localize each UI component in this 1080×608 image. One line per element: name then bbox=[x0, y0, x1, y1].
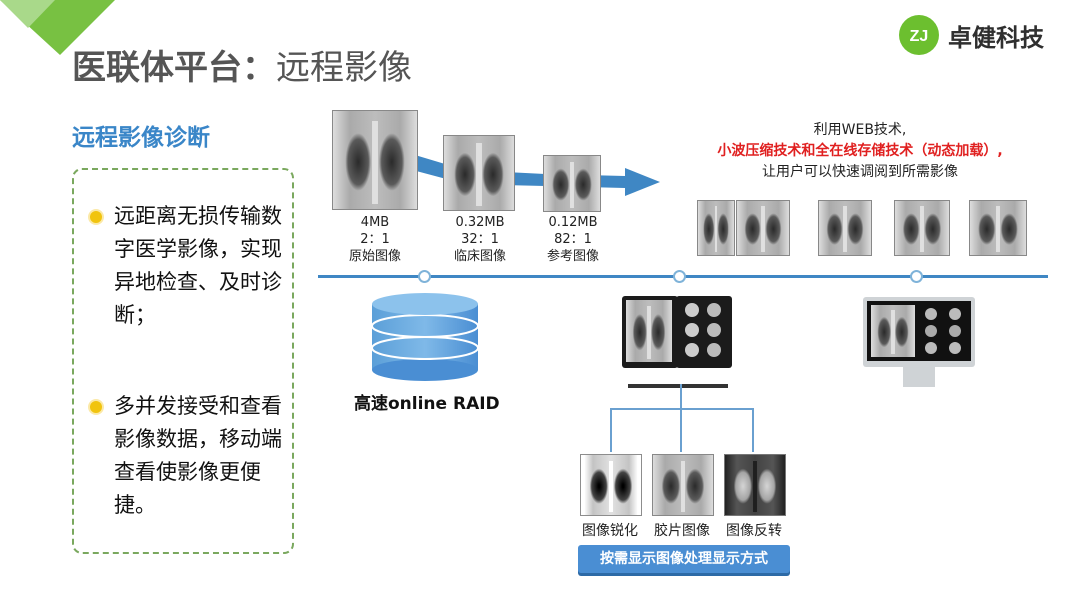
mode-label-invert: 图像反转 bbox=[726, 523, 782, 539]
bullet-box: 远距离无损传输数字医学影像，实现异地检查、及时诊断； 多并发接受和查看影像数据，… bbox=[72, 168, 294, 554]
thumbnail-xray bbox=[969, 200, 1027, 256]
monitor-stand bbox=[903, 367, 935, 387]
film-xray bbox=[652, 454, 714, 516]
mode-label-sharpen: 图像锐化 bbox=[582, 523, 638, 539]
logo-text: 卓健科技 bbox=[948, 23, 1044, 52]
original-image-xray bbox=[332, 110, 418, 210]
thumbnail-xray bbox=[697, 200, 735, 256]
monitor-icon bbox=[863, 297, 975, 367]
note-line-3: 让用户可以快速调阅到所需影像 bbox=[762, 164, 958, 180]
note-line-2: 小波压缩技术和全在线存储技术（动态加载）, bbox=[717, 143, 1003, 159]
logo-mark-icon: ZJ bbox=[899, 15, 939, 55]
thumbnail-xray bbox=[894, 200, 950, 256]
thumbnail-xray bbox=[736, 200, 790, 256]
page-title: 医联体平台：远程影像 bbox=[72, 40, 412, 89]
bullet-text: 多并发接受和查看影像数据，移动端查看使影像更便捷。 bbox=[114, 394, 282, 517]
corner-decoration bbox=[0, 0, 115, 55]
stage-label-reference: 0.12MB 82：1 参考图像 bbox=[546, 215, 599, 264]
logo-mark-text: ZJ bbox=[910, 28, 929, 45]
bullet-item: 多并发接受和查看影像数据，移动端查看使影像更便捷。 bbox=[90, 390, 290, 522]
bullet-text: 远距离无损传输数字医学影像，实现异地检查、及时诊断； bbox=[114, 204, 282, 327]
stage-label-clinical: 0.32MB 32：1 临床图像 bbox=[453, 215, 506, 264]
note-line-1: 利用WEB技术, bbox=[813, 122, 907, 138]
connector-line bbox=[680, 384, 682, 410]
bullet-dot-icon bbox=[90, 401, 102, 413]
sharpened-xray bbox=[580, 454, 642, 516]
bullet-item: 远距离无损传输数字医学影像，实现异地检查、及时诊断； bbox=[90, 200, 290, 332]
ct-slices-icon bbox=[685, 303, 721, 357]
stage-label-original: 4MB 2：1 原始图像 bbox=[348, 215, 401, 264]
bullet-dot-icon bbox=[90, 211, 102, 223]
database-icon bbox=[371, 293, 479, 381]
timeline-node bbox=[418, 270, 431, 283]
connector-line bbox=[680, 408, 682, 452]
timeline-node bbox=[673, 270, 686, 283]
inverted-xray bbox=[724, 454, 786, 516]
ct-slices-icon bbox=[925, 308, 961, 354]
thumbnail-xray bbox=[818, 200, 872, 256]
timeline-line bbox=[318, 270, 1048, 283]
reference-image-xray bbox=[543, 155, 601, 212]
timeline-node bbox=[910, 270, 923, 283]
web-tech-note: 利用WEB技术, 小波压缩技术和全在线存储技术（动态加载）, 让用户可以快速调阅… bbox=[680, 120, 1040, 183]
company-logo: ZJ 卓健科技 bbox=[898, 14, 1044, 56]
display-mode-button[interactable]: 按需显示图像处理显示方式 bbox=[578, 545, 790, 573]
mode-label-film: 胶片图像 bbox=[654, 523, 710, 539]
monitor-icon bbox=[676, 296, 732, 368]
connector-line bbox=[610, 408, 612, 452]
monitor-icon bbox=[622, 296, 678, 368]
title-main: 医联体平台： bbox=[72, 48, 276, 88]
connector-line bbox=[752, 408, 754, 452]
title-sub: 远程影像 bbox=[276, 48, 412, 88]
clinical-image-xray bbox=[443, 135, 515, 211]
monitor-stand bbox=[628, 368, 728, 388]
section-heading: 远程影像诊断 bbox=[72, 125, 210, 151]
raid-label: 高速online RAID bbox=[354, 394, 500, 414]
